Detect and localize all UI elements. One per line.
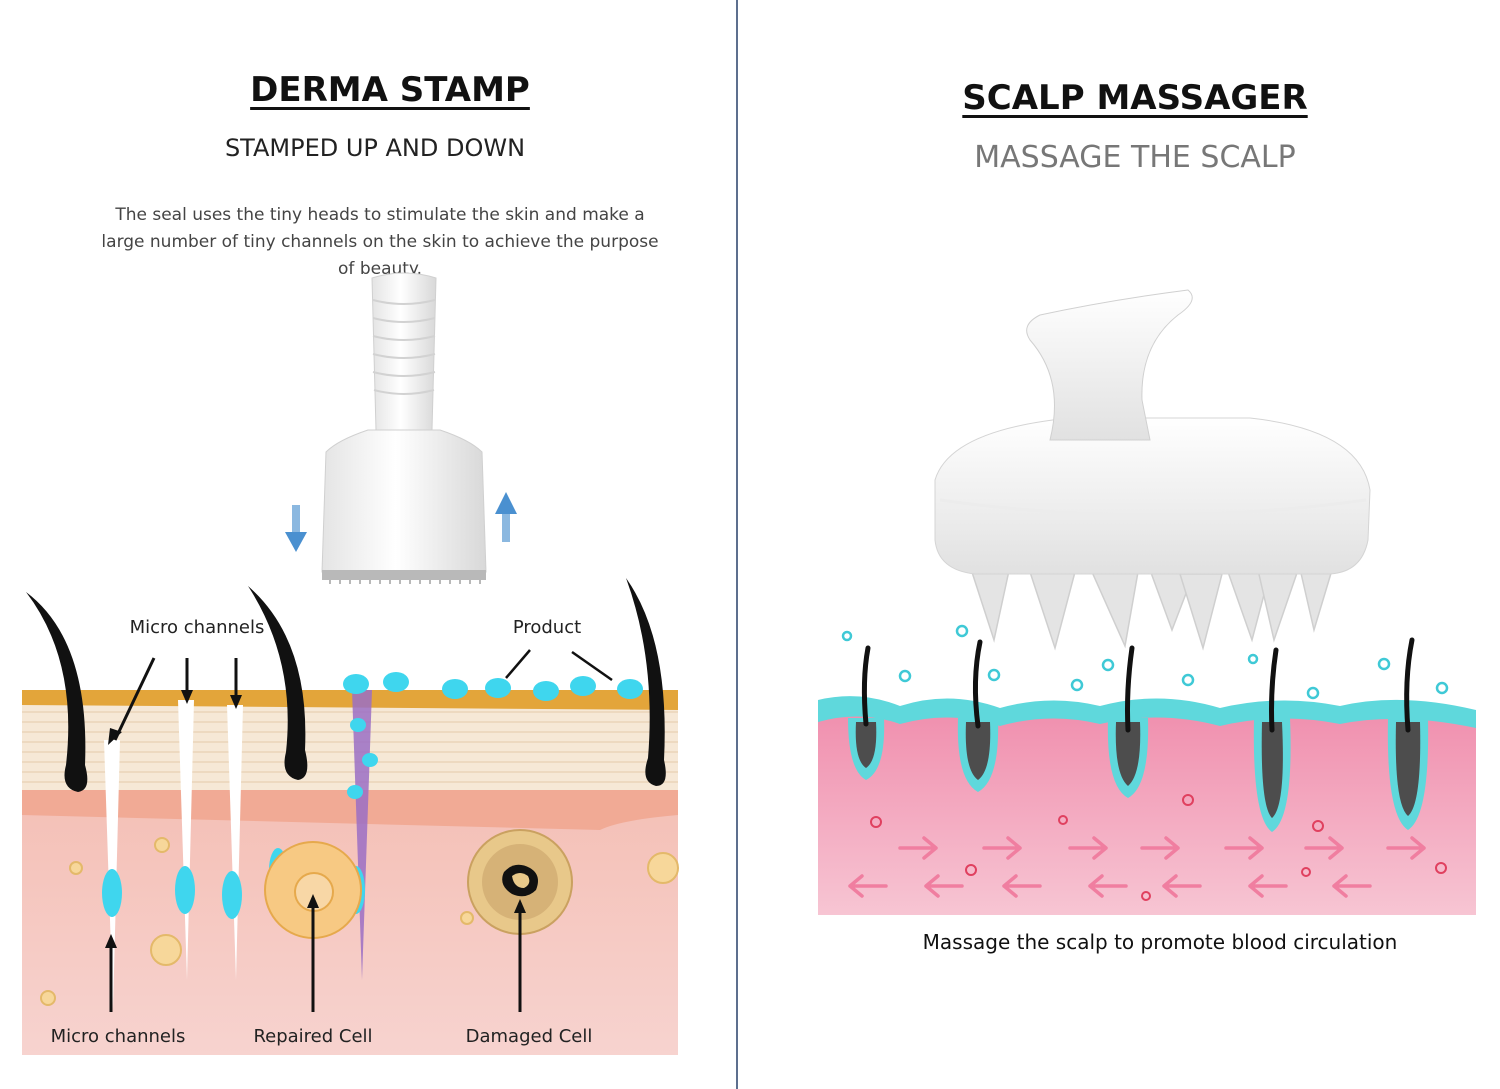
arrow-down-icon — [285, 505, 307, 552]
circulation-arrow-icon — [848, 836, 1426, 898]
panel-divider — [736, 0, 738, 1089]
label-pointers — [105, 649, 613, 1012]
derma-stamp-description: The seal uses the tiny heads to stimulat… — [101, 205, 659, 279]
derma-stamp-subtitle: STAMPED UP AND DOWN — [224, 134, 526, 162]
skin-cross-section: Micro channels Product Micro channels Re… — [22, 578, 679, 1055]
derma-stamp-title: DERMA STAMP — [250, 70, 530, 110]
small-cells — [40, 837, 679, 1006]
scalp-massager-brush-icon — [934, 289, 1371, 651]
label-product: Product — [513, 617, 581, 638]
scalp-bubbles — [841, 624, 1449, 700]
derma-stamp-device-icon — [321, 272, 487, 584]
label-micro-channels-top: Micro channels — [130, 617, 265, 638]
repaired-cell — [264, 841, 362, 939]
label-micro-channels-bottom: Micro channels — [51, 1026, 186, 1047]
arrow-up-icon — [495, 492, 517, 542]
label-repaired-cell: Repaired Cell — [253, 1026, 372, 1047]
scalp-massager-caption: Massage the scalp to promote blood circu… — [922, 930, 1398, 954]
hair-follicles — [26, 578, 666, 792]
scalp-cross-section — [818, 624, 1476, 915]
scalp-massager-subtitle: MASSAGE THE SCALP — [974, 140, 1296, 175]
label-damaged-cell: Damaged Cell — [466, 1026, 593, 1047]
scalp-massager-title: SCALP MASSAGER — [962, 78, 1308, 118]
blood-cells — [870, 794, 1447, 901]
scalp-follicles — [848, 637, 1429, 832]
